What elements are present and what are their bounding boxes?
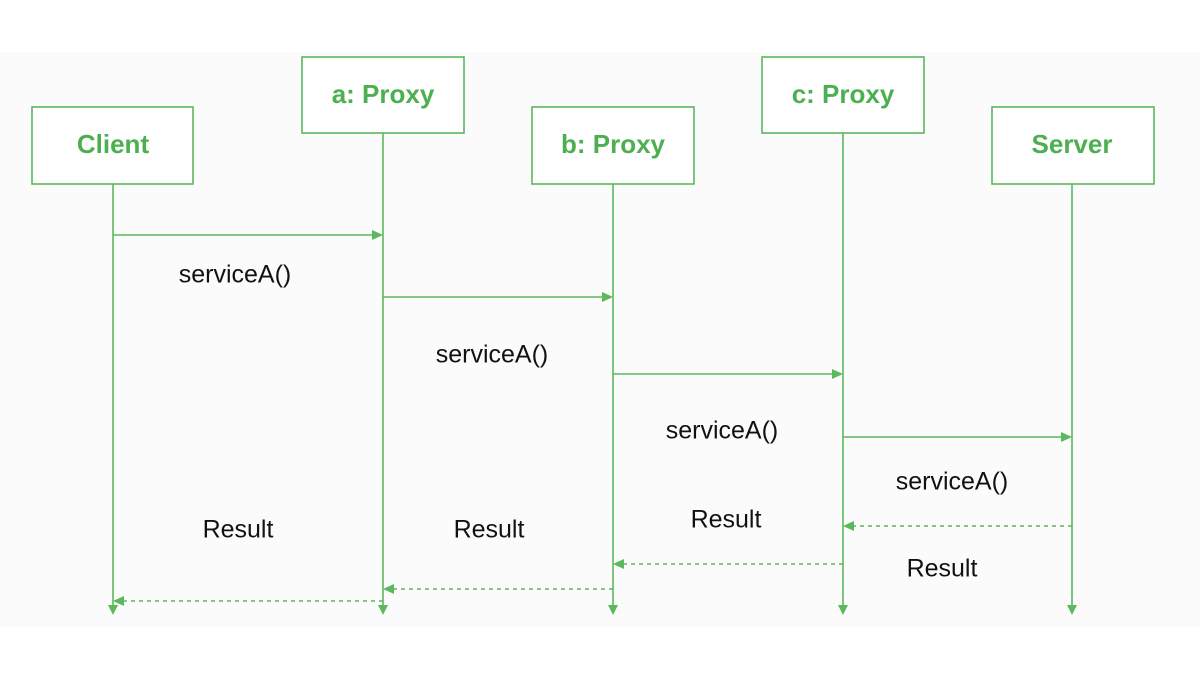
participant-client-label: Client [77,129,150,159]
message-arrowhead [832,369,843,379]
messages: serviceA() serviceA() serviceA() service… [113,230,1072,606]
participant-server: Server [991,106,1155,185]
message-label-servicea-1: serviceA() [179,261,292,289]
participant-b-proxy-box [531,106,695,185]
lifeline-end-arrow-client [108,605,118,615]
lifeline-end-arrow-c-proxy [838,605,848,615]
lifeline-end-arrow-b-proxy [608,605,618,615]
message-arrowhead [602,292,613,302]
participant-a-proxy-label: a: Proxy [332,79,435,109]
participant-b-proxy-label: b: Proxy [561,129,666,159]
message-label-servicea-4: serviceA() [896,468,1009,496]
return-arrowhead [613,559,624,569]
message-arrowhead [372,230,383,240]
participant-a-proxy-box [301,56,465,134]
message-a-proxy-to-b-proxy: serviceA() [383,292,613,369]
return-b-proxy-to-a-proxy: Result [383,516,613,594]
return-arrowhead [113,596,124,606]
participant-client: Client [31,106,194,185]
return-label-result-3: Result [454,516,525,544]
message-c-proxy-to-server: serviceA() [843,432,1072,496]
participant-server-box [991,106,1155,185]
lifelines [108,133,1077,615]
lifeline-end-arrow-server [1067,605,1077,615]
participant-c-proxy: c: Proxy [761,56,925,134]
message-b-proxy-to-c-proxy: serviceA() [613,369,843,445]
participant-client-box [31,106,194,185]
lifeline-end-arrow-a-proxy [378,605,388,615]
return-server-to-c-proxy: Result [843,521,1072,583]
message-client-to-a-proxy: serviceA() [113,230,383,289]
return-a-proxy-to-client: Result [113,516,383,606]
participant-b-proxy: b: Proxy [531,106,695,185]
return-label-result-4: Result [203,516,274,544]
return-arrowhead [843,521,854,531]
return-label-result-1: Result [907,555,978,583]
message-label-servicea-3: serviceA() [666,417,779,445]
message-arrowhead [1061,432,1072,442]
participants: Client a: Proxy b: Proxy c: Proxy Server [31,56,1155,185]
message-label-servicea-2: serviceA() [436,341,549,369]
return-c-proxy-to-b-proxy: Result [613,506,843,569]
return-label-result-2: Result [691,506,762,534]
participant-a-proxy: a: Proxy [301,56,465,134]
participant-c-proxy-label: c: Proxy [792,79,895,109]
return-arrowhead [383,584,394,594]
participant-c-proxy-box [761,56,925,134]
participant-server-label: Server [1032,129,1113,159]
